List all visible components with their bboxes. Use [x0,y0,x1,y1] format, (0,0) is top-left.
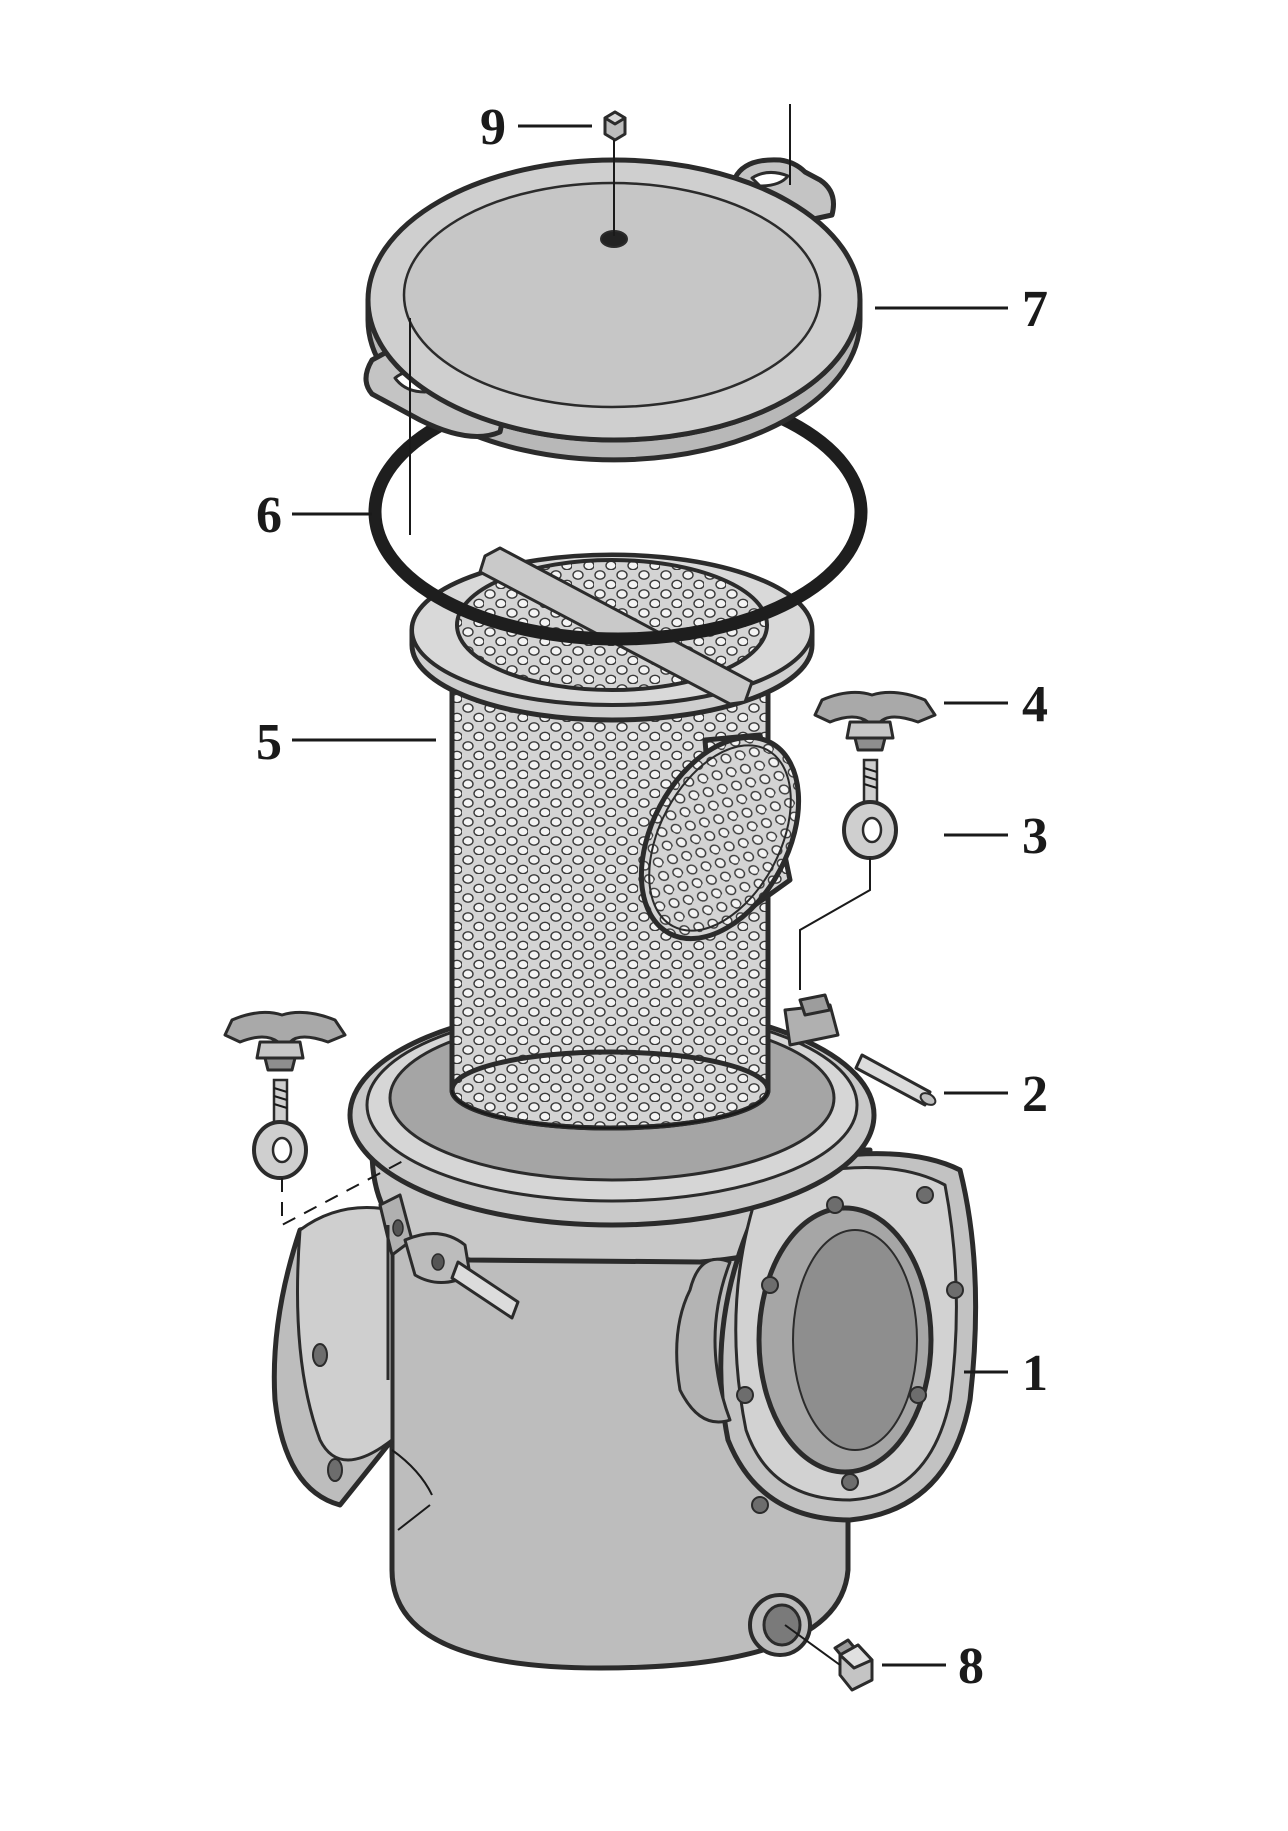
vent-plug [603,110,627,142]
drain-plug [833,1638,874,1692]
callout-8: 8 [958,1638,984,1695]
flange-bolt-hole [909,1386,927,1404]
callout-7: 7 [1022,281,1048,338]
housing-clamp-lug [378,1193,520,1320]
eye-bolt-left [252,1078,308,1180]
callout-3: 3 [1022,808,1048,865]
left-flange [271,1206,433,1508]
basket-handle [478,546,754,706]
callout-2: 2 [1022,1066,1048,1123]
housing-hinge-lug [783,993,840,1047]
drain-boss [748,1593,812,1657]
flange-bolt-hole [826,1196,844,1214]
left-flange-bolt-hole [327,1458,343,1482]
cover [363,157,863,463]
left-flange-bolt-hole [312,1343,328,1367]
basket-side-inlet [638,732,802,942]
eye-bolt-right [842,758,898,860]
flange-bolt-hole [916,1186,934,1204]
cover-recess [402,181,822,409]
callout-9: 9 [480,99,506,156]
drain-axis-line [784,1624,841,1666]
flange-bolt-hole [946,1281,964,1299]
flange-bolt-hole [736,1386,754,1404]
right-flange [718,1151,979,1523]
right-bolt-assembly-line [799,858,871,990]
wing-nut-right [813,690,937,752]
callout-6: 6 [256,487,282,544]
flange-bolt-hole [841,1473,859,1491]
callout-4: 4 [1022,676,1048,733]
hinge-pin [854,1053,937,1107]
callout-5: 5 [256,714,282,771]
flange-bolt-hole [751,1496,769,1514]
strainer-basket [409,546,815,1131]
flange-bolt-hole [761,1276,779,1294]
callout-1: 1 [1022,1345,1048,1402]
wing-nut-left [223,1010,347,1072]
housing-rib [675,1257,732,1424]
